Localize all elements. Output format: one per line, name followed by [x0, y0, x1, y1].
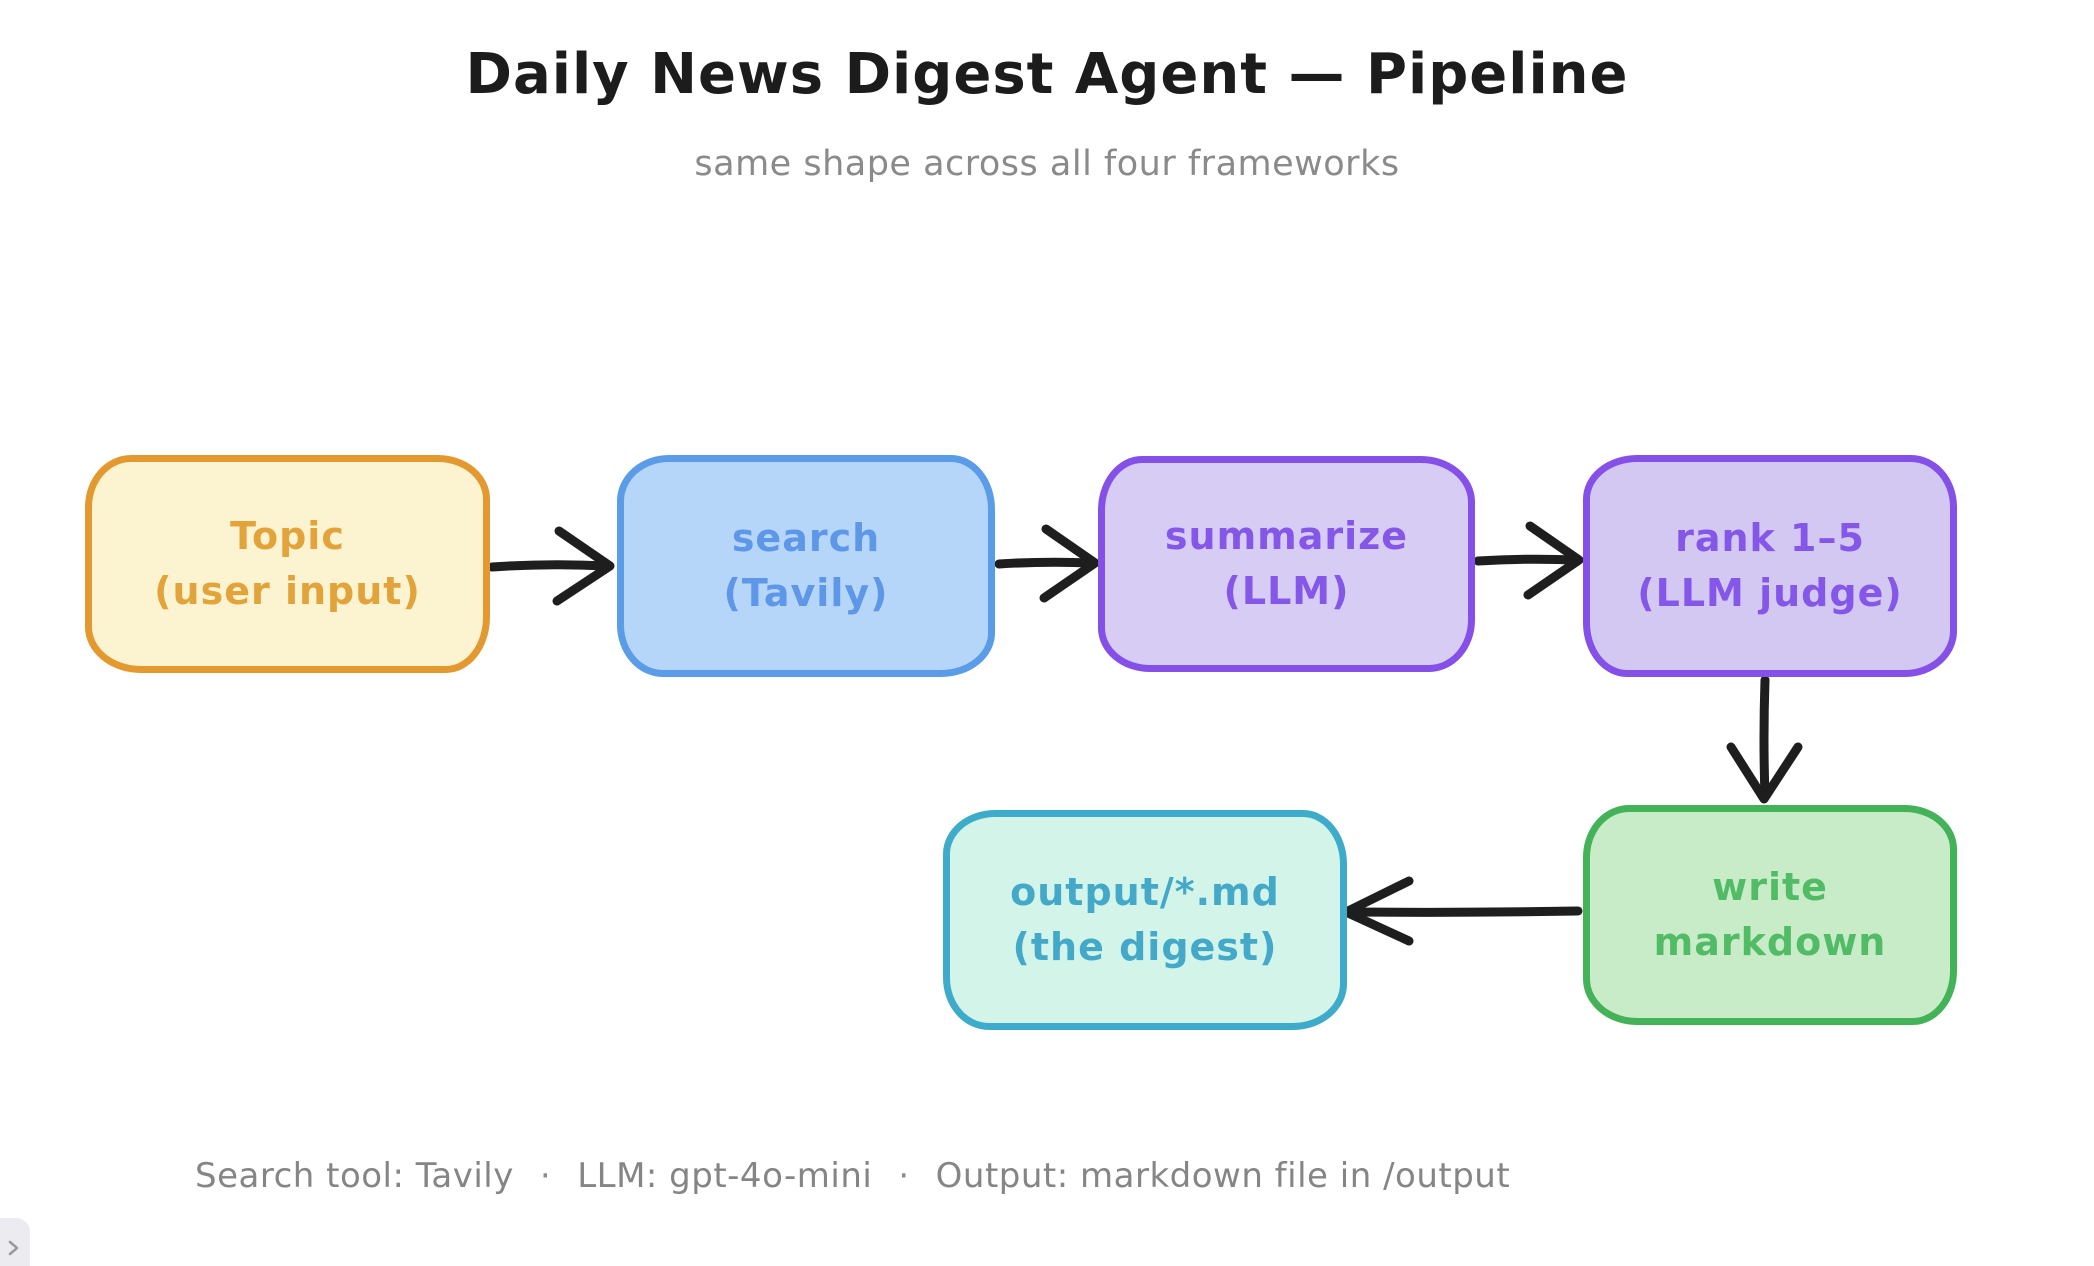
node-summarize[interactable]: summarize (LLM)	[1098, 456, 1475, 672]
diagram-title: Daily News Digest Agent — Pipeline	[465, 42, 1629, 107]
node-topic-label: Topic (user input)	[154, 512, 421, 617]
node-output[interactable]: output/*.md (the digest)	[943, 810, 1347, 1030]
footer-search-tool: Search tool: Tavily	[195, 1156, 514, 1196]
node-output-label: output/*.md (the digest)	[1010, 868, 1280, 973]
diagram-subtitle: same shape across all four frameworks	[694, 144, 1400, 184]
arrow-search-to-summarize[interactable]	[994, 524, 1100, 603]
node-topic-label-line2: (user input)	[154, 569, 421, 613]
node-output-label-line1: output/*.md	[1010, 869, 1280, 914]
node-summarize-label-line2: (LLM)	[1223, 569, 1350, 613]
node-search-label: search (Tavily)	[724, 514, 889, 619]
node-search-label-line2: (Tavily)	[723, 571, 889, 615]
node-write-markdown-label: write markdown	[1654, 863, 1887, 968]
node-write-markdown-label-line1: write	[1712, 864, 1828, 909]
node-search-label-line1: search	[731, 515, 881, 560]
node-output-label-line2: (the digest)	[1012, 925, 1278, 969]
node-search[interactable]: search (Tavily)	[617, 455, 995, 677]
footer-llm: LLM: gpt-4o-mini	[577, 1156, 873, 1196]
arrow-write-markdown-to-output[interactable]	[1341, 876, 1583, 946]
footer-separator: ·	[898, 1156, 910, 1196]
node-topic[interactable]: Topic (user input)	[85, 455, 490, 673]
arrow-rank-to-write-markdown[interactable]	[1726, 675, 1803, 804]
footer-note: Search tool: Tavily · LLM: gpt-4o-mini · Out…	[195, 1156, 1510, 1196]
node-rank-label-line1: rank 1–5	[1675, 515, 1865, 560]
node-rank-label: rank 1–5 (LLM judge)	[1637, 514, 1902, 619]
node-summarize-label-line1: summarize	[1164, 513, 1409, 558]
node-write-markdown-label-line2: markdown	[1653, 920, 1887, 964]
chevron-right-icon	[8, 1240, 19, 1256]
node-rank-label-line2: (LLM judge)	[1637, 571, 1903, 615]
footer-output: Output: markdown file in /output	[935, 1156, 1511, 1196]
node-rank[interactable]: rank 1–5 (LLM judge)	[1583, 455, 1957, 677]
footer-separator: ·	[539, 1156, 552, 1196]
node-topic-label-line1: Topic	[230, 513, 345, 558]
node-write-markdown[interactable]: write markdown	[1583, 805, 1957, 1025]
arrow-summarize-to-rank[interactable]	[1473, 521, 1584, 600]
node-summarize-label: summarize (LLM)	[1165, 512, 1408, 617]
sidebar-toggle-button[interactable]	[0, 1218, 30, 1266]
arrow-topic-to-search[interactable]	[487, 526, 615, 606]
